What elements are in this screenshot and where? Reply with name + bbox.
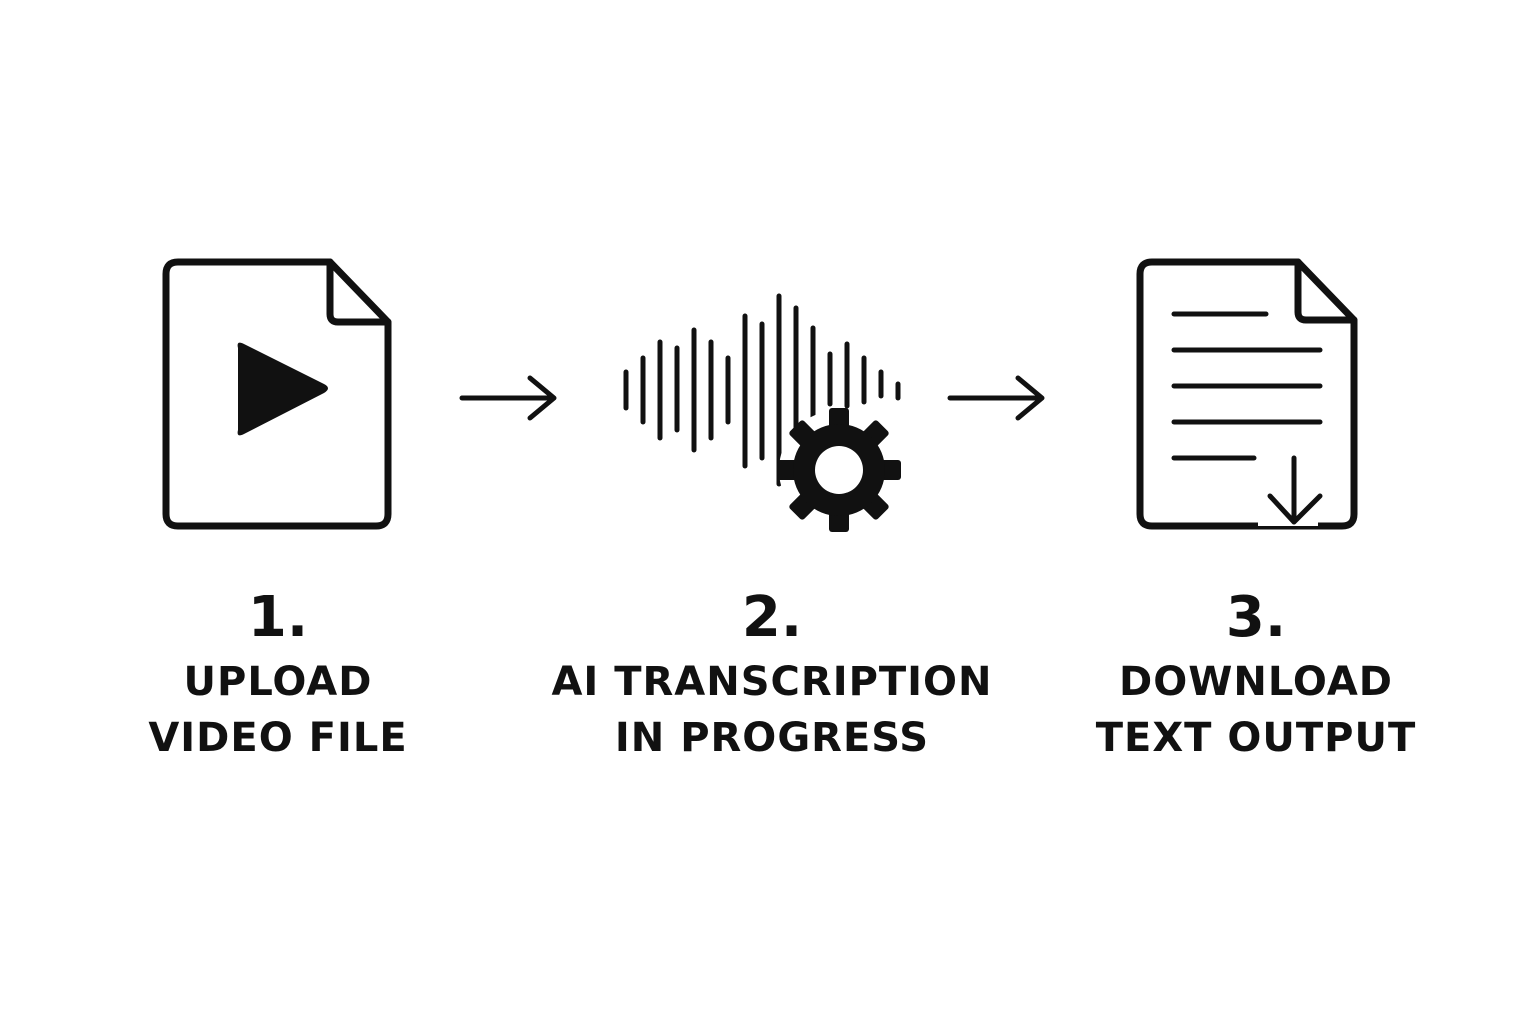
step-2-title-line-1: AI TRANSCRIPTION <box>551 659 993 705</box>
step-3-title: DOWNLOAD TEXT OUTPUT <box>1060 654 1452 766</box>
step-3-title-line-2: TEXT OUTPUT <box>1095 715 1417 761</box>
step-3-number: 3. <box>1225 585 1287 650</box>
play-triangle <box>237 342 328 436</box>
text-lines <box>1171 311 1323 461</box>
gear-icon <box>777 408 901 532</box>
step-3-title-line-1: DOWNLOAD <box>1119 659 1393 705</box>
step-1-title-line-2: VIDEO FILE <box>148 715 408 761</box>
video-file-icon <box>162 258 392 530</box>
audio-waveform-gear-icon <box>623 293 901 532</box>
step-1-title-line-1: UPLOAD <box>183 659 373 705</box>
arrow-right-icon <box>459 375 557 421</box>
step-1-title: UPLOAD VIDEO FILE <box>100 654 456 766</box>
download-arrow-icon <box>1258 446 1323 526</box>
text-document-download-icon <box>1136 258 1358 530</box>
step-2-number: 2. <box>741 585 803 650</box>
step-2-title: AI TRANSCRIPTION IN PROGRESS <box>530 654 1014 766</box>
waveform-bars <box>623 293 901 487</box>
step-1-number: 1. <box>247 585 309 650</box>
step-2-title-line-2: IN PROGRESS <box>614 715 930 761</box>
arrow-right-icon <box>947 375 1045 421</box>
